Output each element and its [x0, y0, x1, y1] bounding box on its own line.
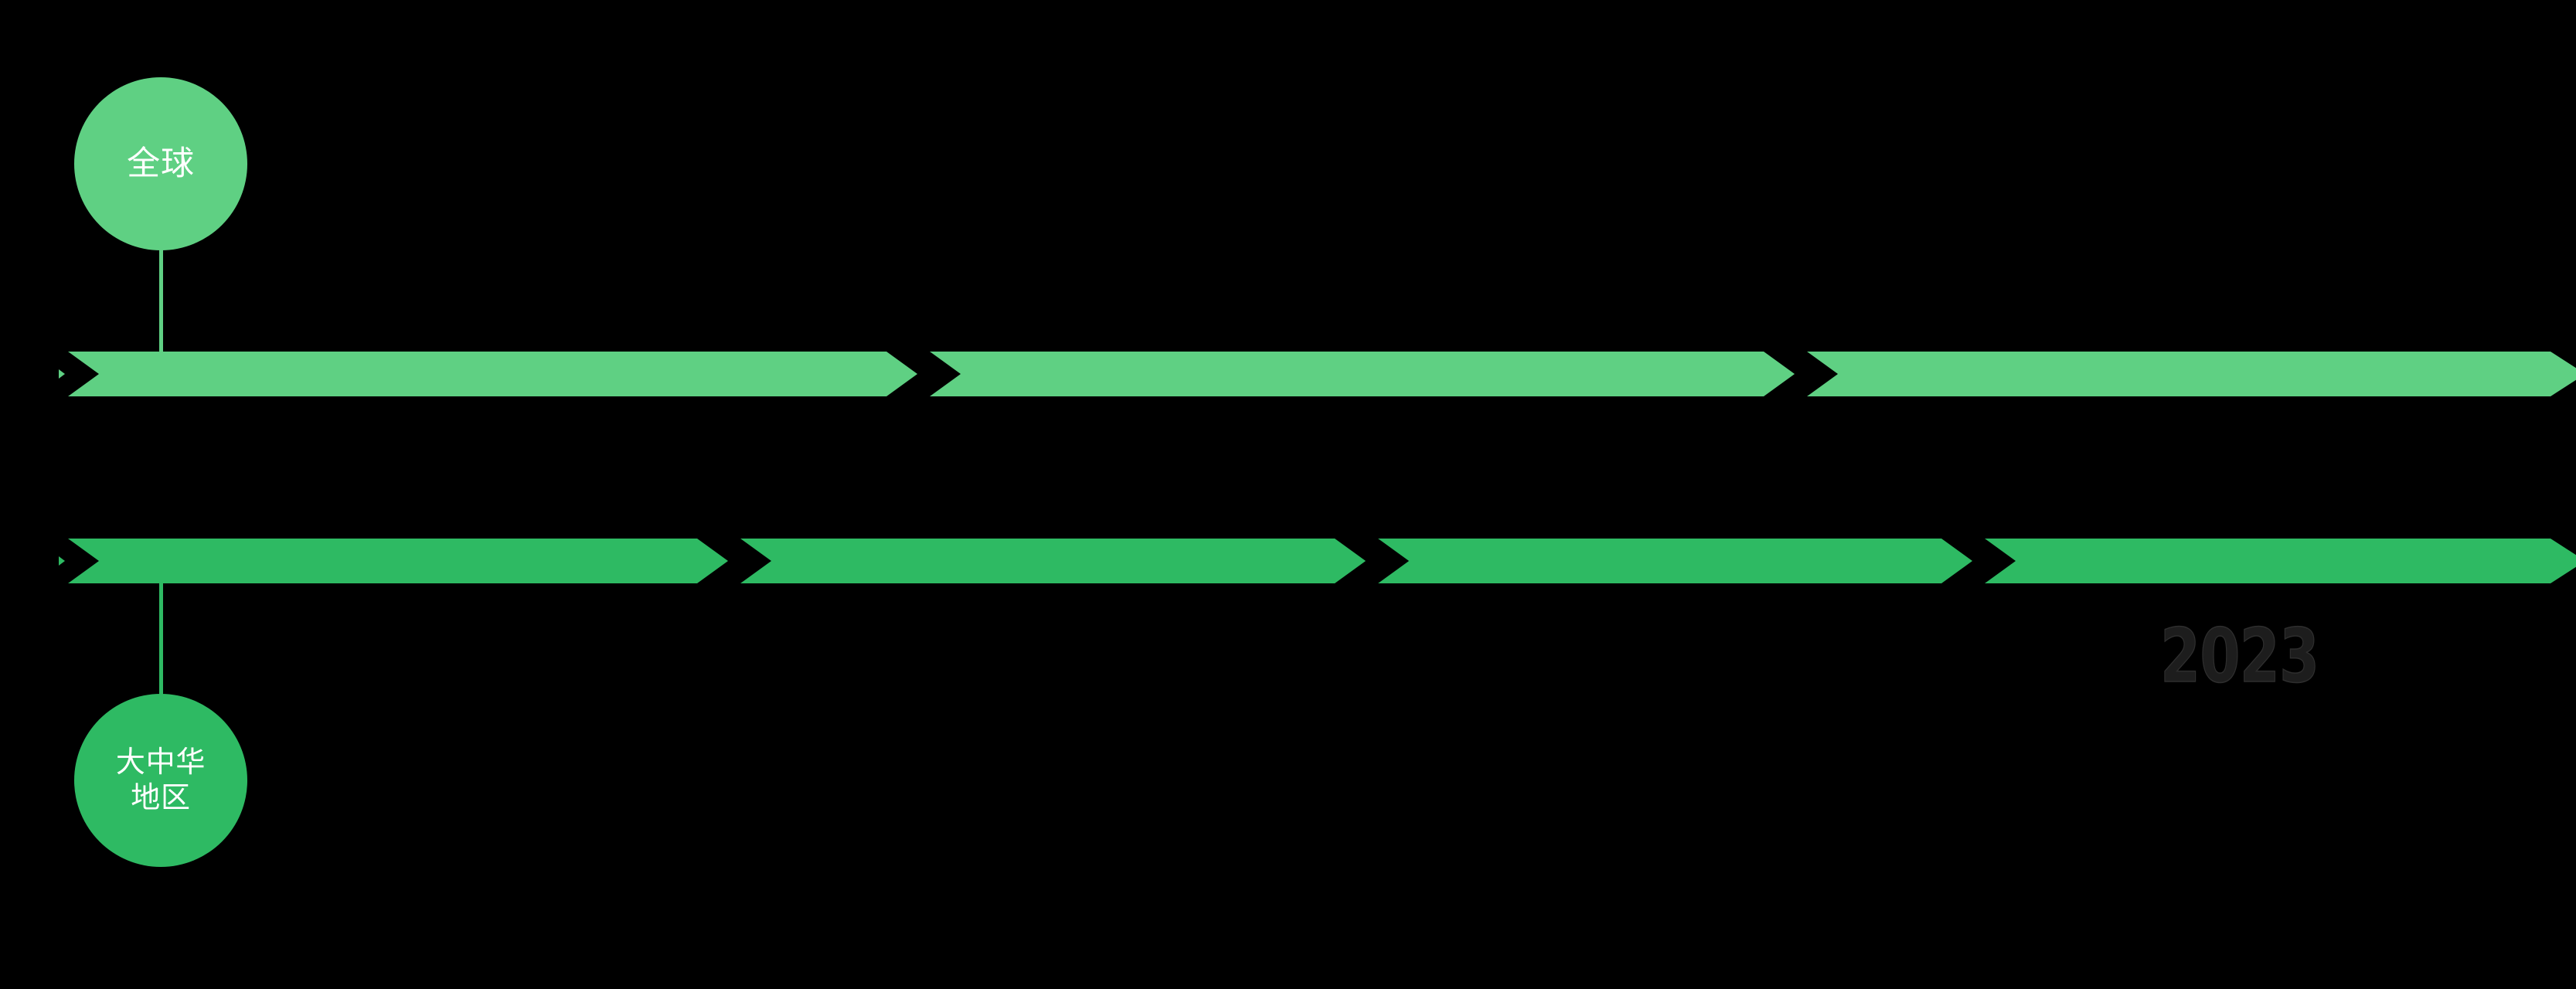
timeline-segment-global-2[interactable] — [930, 352, 1795, 396]
year-watermark: 2023 — [2159, 612, 2319, 700]
connector-stem-global — [159, 246, 163, 355]
node-greater-china-label: 大中华 地区 — [115, 746, 206, 814]
node-global-label: 全球 — [127, 144, 195, 182]
track-start-tip-china-icon — [59, 556, 65, 566]
connector-stem-greater-china — [159, 581, 163, 698]
node-global[interactable]: 全球 — [74, 77, 247, 250]
timeline-track-greater-china-shape — [68, 539, 2576, 583]
timeline-track-global — [0, 352, 2576, 396]
timeline-track-greater-china — [0, 539, 2576, 583]
timeline-segment-china-2[interactable] — [740, 539, 1366, 583]
timeline-track-global-shape — [68, 352, 2576, 396]
timeline-segment-global-3[interactable] — [1807, 352, 2576, 396]
node-greater-china[interactable]: 大中华 地区 — [74, 694, 247, 867]
timeline-segment-global-1[interactable] — [68, 352, 917, 396]
timeline-segment-china-1[interactable] — [68, 539, 728, 583]
timeline-segment-china-3[interactable] — [1378, 539, 1972, 583]
track-start-tip-global-icon — [59, 369, 65, 379]
timeline-segment-china-4[interactable] — [1985, 539, 2576, 583]
